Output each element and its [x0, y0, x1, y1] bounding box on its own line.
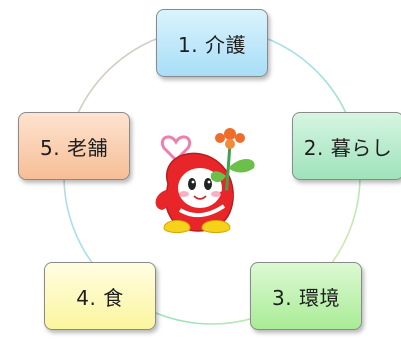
mascot-with-flower-icon	[155, 128, 255, 233]
cycle-node-5: 5. 老舗	[18, 112, 130, 180]
cycle-node-2: 2. 暮らし	[292, 112, 401, 180]
cycle-node-3-label: 3. 環境	[272, 285, 340, 310]
cycle-node-3: 3. 環境	[250, 262, 362, 330]
cycle-node-5-label: 5. 老舗	[40, 135, 108, 160]
cycle-node-4-label: 4. 食	[76, 285, 124, 310]
cycle-node-1: 1. 介護	[156, 9, 268, 77]
cycle-node-4: 4. 食	[44, 262, 156, 330]
cycle-node-1-label: 1. 介護	[178, 32, 246, 57]
cycle-node-2-label: 2. 暮らし	[303, 135, 393, 160]
